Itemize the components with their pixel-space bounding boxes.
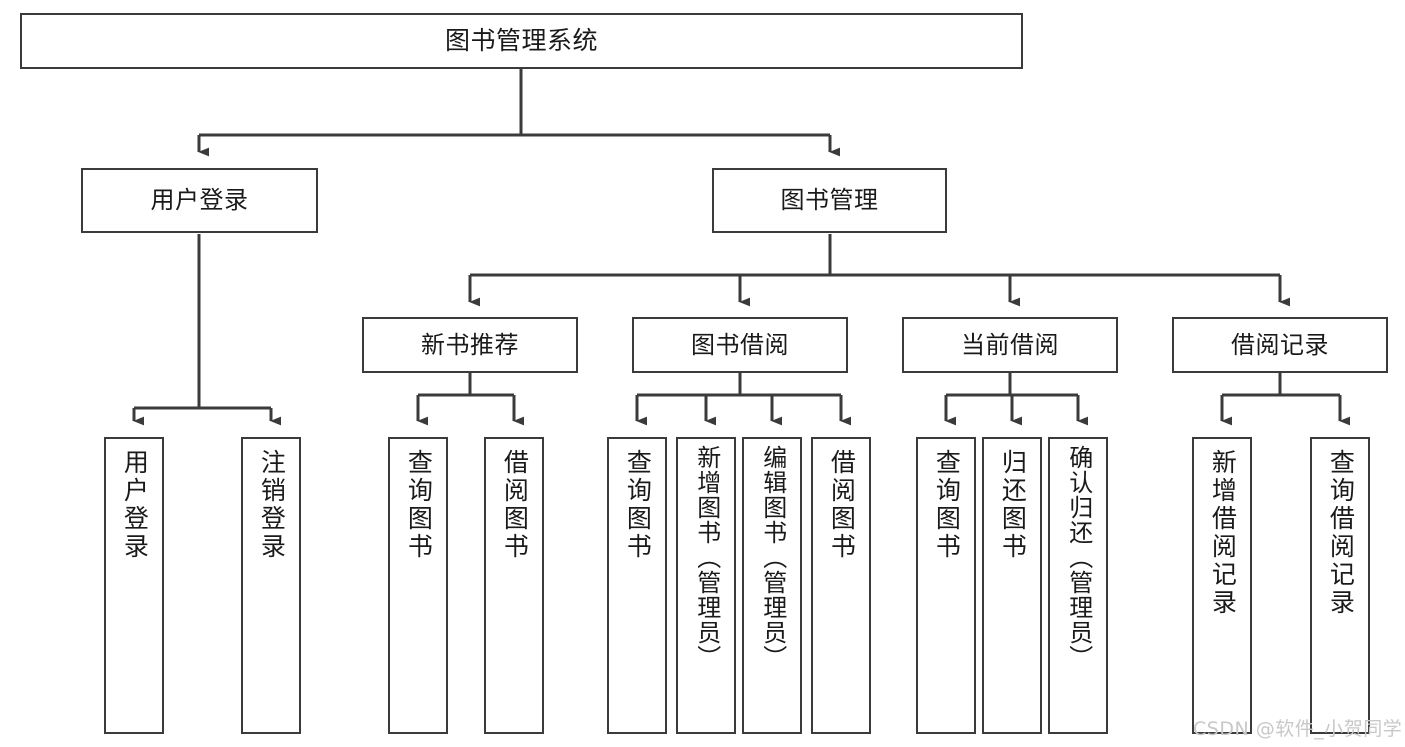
- node-label: 注销登录: [257, 449, 287, 561]
- node-borrow-record[interactable]: 借阅记录: [1172, 317, 1388, 373]
- node-current-borrow[interactable]: 当前借阅: [902, 317, 1118, 373]
- node-label: 查询图书: [932, 449, 962, 561]
- node-label: 新书推荐: [421, 330, 519, 359]
- node-label: 归还图书: [998, 449, 1028, 561]
- node-label: 当前借阅: [961, 330, 1059, 359]
- node-label: 查询图书: [623, 449, 653, 561]
- node-book-borrow[interactable]: 图书借阅: [632, 317, 848, 373]
- node-label: 编辑图书（管理员）: [758, 445, 787, 670]
- node-leaf-borrow-book-recommend[interactable]: 借阅图书: [484, 437, 544, 734]
- node-leaf-user-logout[interactable]: 注销登录: [241, 437, 301, 734]
- node-label: 借阅图书: [500, 449, 530, 561]
- node-label: 用户登录: [150, 186, 249, 215]
- node-label: 查询借阅记录: [1326, 449, 1356, 617]
- node-leaf-borrow-book[interactable]: 借阅图书: [811, 437, 871, 734]
- node-label: 用户登录: [120, 449, 150, 561]
- node-label: 新增图书（管理员）: [692, 445, 721, 670]
- node-leaf-query-borrow-record[interactable]: 查询借阅记录: [1310, 437, 1370, 734]
- node-leaf-confirm-return[interactable]: 确认归还（管理员）: [1048, 437, 1108, 734]
- node-label: 借阅图书: [827, 449, 857, 561]
- node-leaf-query-book-borrow[interactable]: 查询图书: [607, 437, 667, 734]
- node-label: 图书管理系统: [444, 26, 598, 55]
- node-leaf-user-login[interactable]: 用户登录: [104, 437, 164, 734]
- node-label: 借阅记录: [1231, 330, 1329, 359]
- node-leaf-edit-book[interactable]: 编辑图书（管理员）: [742, 437, 802, 734]
- node-label: 新增借阅记录: [1208, 449, 1238, 617]
- node-label: 查询图书: [404, 449, 434, 561]
- node-new-book-recommend[interactable]: 新书推荐: [362, 317, 578, 373]
- node-leaf-query-book-current[interactable]: 查询图书: [916, 437, 976, 734]
- node-book-management[interactable]: 图书管理: [712, 168, 947, 233]
- node-leaf-return-book[interactable]: 归还图书: [982, 437, 1042, 734]
- node-label: 图书管理: [780, 186, 879, 215]
- csdn-watermark: CSDN @软件_小贺同学: [1193, 718, 1403, 740]
- node-label: 确认归还（管理员）: [1064, 445, 1093, 670]
- node-leaf-query-book-recommend[interactable]: 查询图书: [388, 437, 448, 734]
- node-leaf-add-book[interactable]: 新增图书（管理员）: [676, 437, 736, 734]
- node-leaf-add-borrow-record[interactable]: 新增借阅记录: [1192, 437, 1252, 734]
- node-user-login[interactable]: 用户登录: [81, 168, 318, 233]
- node-root-book-management-system[interactable]: 图书管理系统: [20, 13, 1023, 69]
- node-label: 图书借阅: [691, 330, 789, 359]
